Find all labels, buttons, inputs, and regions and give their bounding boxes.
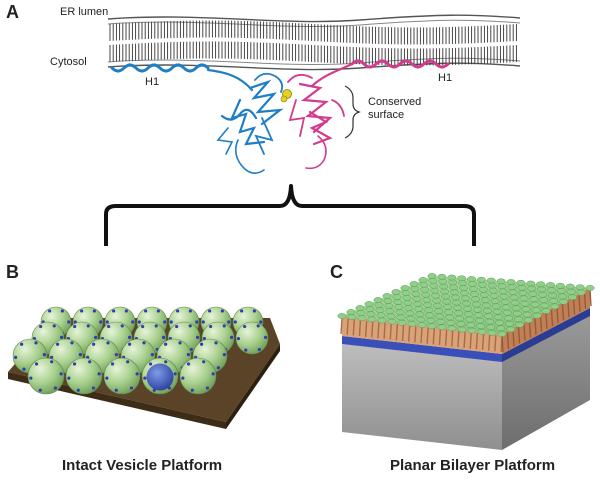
er-lumen-label: ER lumen	[60, 6, 109, 18]
panel-c-letter: C	[330, 262, 343, 282]
protein-left-blue	[110, 63, 284, 174]
planar-bilayer-caption: Planar Bilayer Platform	[390, 457, 556, 474]
er-membrane	[107, 14, 521, 71]
panel-b-letter: B	[6, 262, 19, 282]
h1-left-label: H1	[145, 76, 160, 88]
conserved-surface-label-line2: surface	[368, 109, 405, 121]
planar-bilayer-illustration	[337, 273, 595, 450]
cytosol-label: Cytosol	[50, 56, 87, 68]
conserved-bracket	[344, 85, 361, 139]
h1-right-label: H1	[438, 72, 453, 84]
panel-a-letter: A	[6, 2, 19, 22]
vesicle-platform-illustration	[8, 306, 280, 429]
conserved-surface-label-line1: Conserved	[368, 96, 422, 108]
intact-vesicle-caption: Intact Vesicle Platform	[62, 457, 223, 474]
curly-brace	[104, 184, 476, 246]
ligand-sphere	[280, 95, 288, 103]
protein-right-pink	[287, 59, 450, 170]
